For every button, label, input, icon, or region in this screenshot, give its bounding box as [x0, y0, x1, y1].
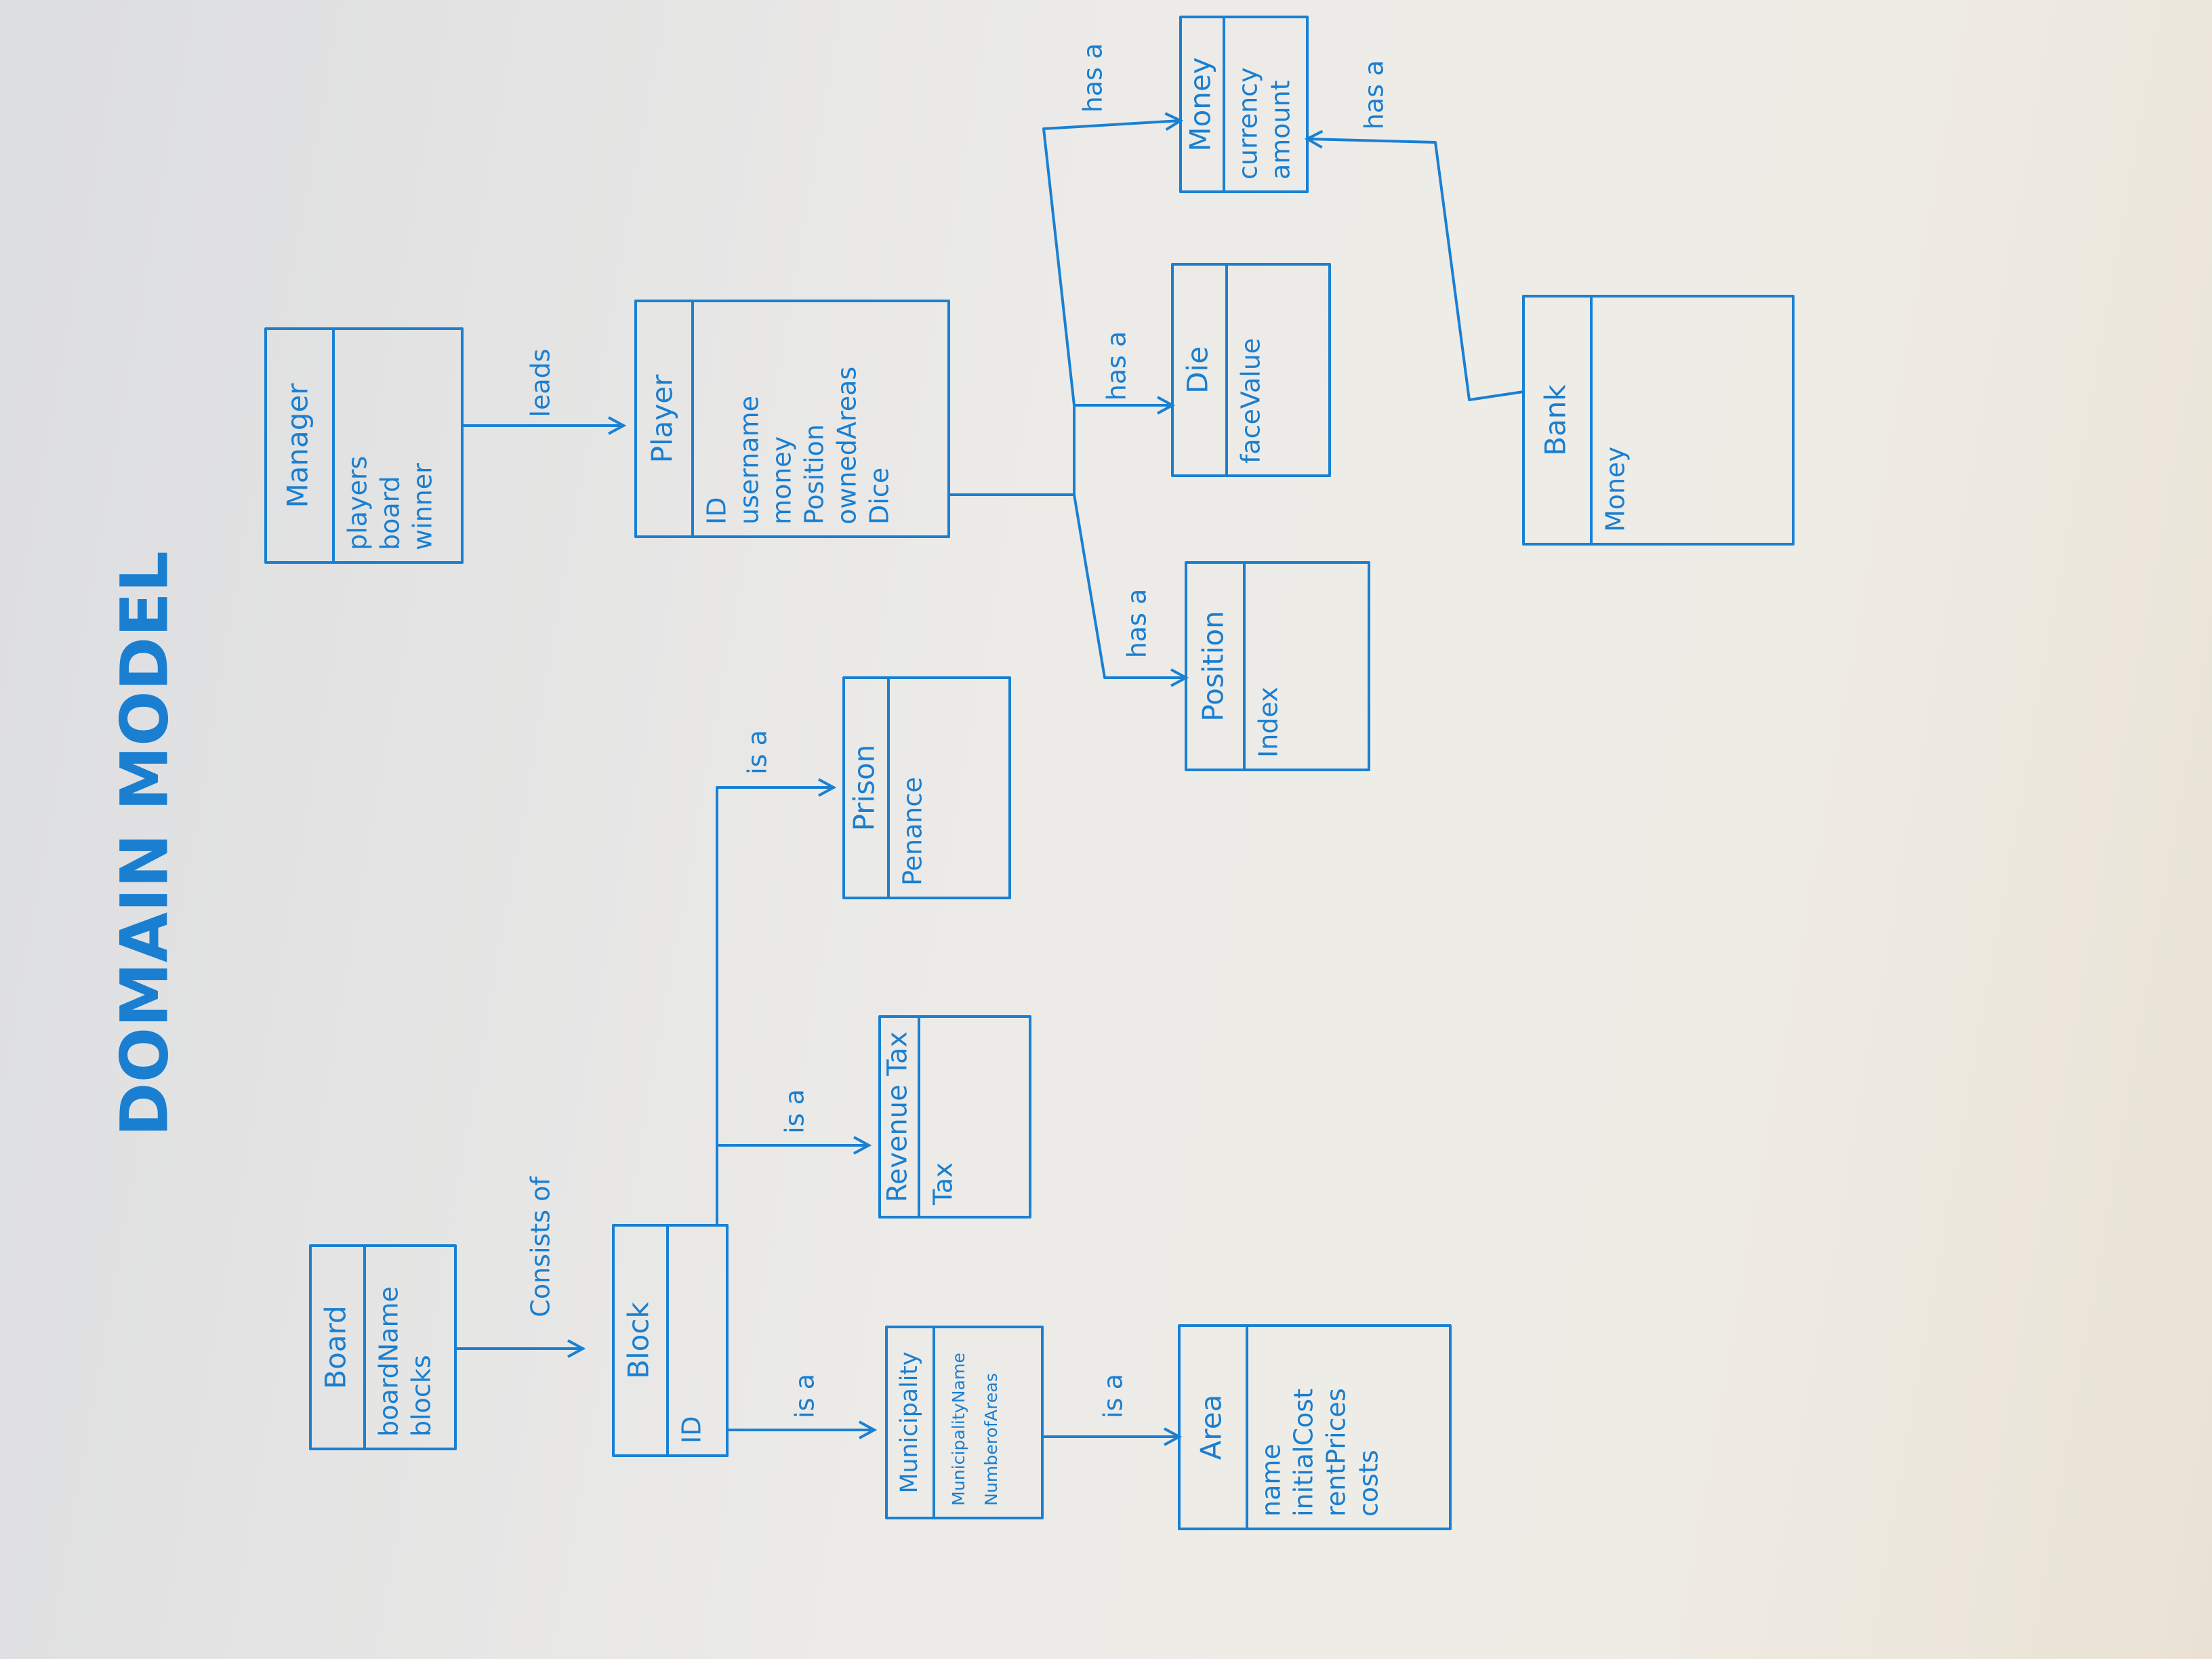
- class-name-die: Die: [1181, 346, 1214, 394]
- class-box-revenue-tax: [878, 1015, 1031, 1218]
- class-attribute-manager: winner: [408, 463, 438, 550]
- class-attribute-area: costs: [1354, 1450, 1384, 1517]
- class-box-bank: [1522, 295, 1795, 546]
- class-box-player: [634, 300, 950, 538]
- relation-bank-money: has a: [1307, 60, 1525, 401]
- relation-line: [1042, 121, 1181, 407]
- relation-label: has a: [1102, 331, 1132, 401]
- class-attribute-board: boardName: [374, 1286, 404, 1437]
- relation-line: [1307, 139, 1525, 401]
- relation-revenue-tax-block: is a: [716, 1089, 869, 1227]
- relation-board-block: Consists of: [454, 1176, 583, 1349]
- diagram-title: DOMAIN MODEL: [106, 551, 182, 1136]
- class-name-board: Board: [319, 1305, 352, 1389]
- class-municipality: Municipality MunicipalityName NumberofArea…: [885, 1326, 1044, 1519]
- relation-player-die: has a: [1073, 331, 1172, 496]
- class-attribute-player: money: [767, 436, 797, 525]
- relation-line: [716, 787, 834, 1147]
- relation-label: is a: [743, 730, 773, 775]
- relation-player-money: has a: [1042, 43, 1181, 407]
- relation-municipality-block: is a: [726, 1374, 874, 1430]
- relation-line: [716, 1145, 869, 1227]
- class-attribute-municipality: MunicipalityName: [949, 1353, 968, 1506]
- class-name-revenue-tax: Revenue Tax: [882, 1031, 914, 1202]
- relation-label: is a: [1099, 1374, 1128, 1418]
- class-name-prison: Prison: [848, 745, 881, 832]
- class-name-player: Player: [646, 374, 679, 463]
- class-attribute-money: currency: [1233, 67, 1263, 180]
- class-box-manager: [264, 327, 464, 564]
- relation-label: has a: [1359, 60, 1389, 130]
- class-attribute-prison: Penance: [898, 777, 928, 886]
- class-attribute-manager: players: [343, 456, 373, 550]
- class-box-position: [1185, 561, 1370, 771]
- class-name-position: Position: [1197, 611, 1230, 722]
- class-attribute-board: blocks: [407, 1355, 436, 1437]
- relations-layer: Consists of is a is a is a is a leads has a has…: [454, 43, 1525, 1437]
- relation-label: is a: [780, 1089, 810, 1134]
- relation-prison-block: is a: [716, 730, 834, 1147]
- class-box-area: [1178, 1324, 1452, 1530]
- class-name-block: Block: [622, 1302, 655, 1379]
- class-attribute-money: amount: [1266, 80, 1296, 180]
- class-attribute-position: Index: [1254, 687, 1284, 758]
- class-prison: Prison Penance: [842, 676, 1011, 899]
- class-name-manager: Manager: [281, 383, 314, 508]
- class-die: Die faceValue: [1171, 263, 1331, 477]
- class-box-die: [1171, 263, 1331, 477]
- class-attribute-player: Position: [800, 424, 830, 525]
- class-attribute-area: initialCost: [1289, 1389, 1319, 1517]
- class-box-board: [309, 1244, 457, 1450]
- class-attribute-block: ID: [677, 1416, 707, 1443]
- class-name-money: Money: [1184, 57, 1217, 151]
- class-attribute-player: ownedAreas: [832, 367, 862, 525]
- class-attribute-die: faceValue: [1236, 338, 1266, 464]
- class-attribute-revenue-tax: Tax: [928, 1162, 958, 1206]
- relation-label: Consists of: [526, 1176, 556, 1317]
- relation-label: leads: [526, 348, 556, 417]
- relation-label: is a: [790, 1374, 820, 1418]
- class-box-municipality: [885, 1326, 1044, 1519]
- class-attribute-player: username: [735, 396, 764, 525]
- relation-label: has a: [1122, 589, 1152, 659]
- class-attribute-manager: board: [375, 476, 405, 550]
- class-box-block: [612, 1224, 729, 1457]
- relation-area-municipality: is a: [1041, 1374, 1179, 1437]
- class-attribute-bank: Money: [1601, 447, 1631, 532]
- relation-line: [947, 493, 1186, 678]
- class-name-bank: Bank: [1539, 384, 1572, 456]
- class-attribute-player: Dice: [865, 468, 895, 525]
- class-attribute-municipality: NumberofAreas: [981, 1373, 1001, 1506]
- class-name-municipality: Municipality: [896, 1352, 923, 1494]
- relation-manager-player: leads: [461, 348, 623, 426]
- class-box-money: [1179, 16, 1309, 193]
- relation-label: has a: [1078, 43, 1108, 113]
- class-attribute-area: rentPrices: [1322, 1388, 1351, 1517]
- class-box-prison: [842, 676, 1011, 899]
- relation-player-position: has a: [947, 493, 1186, 678]
- class-name-area: Area: [1195, 1395, 1228, 1460]
- relation-line: [1073, 405, 1172, 496]
- class-attribute-area: name: [1256, 1443, 1286, 1517]
- class-attribute-player: ID: [702, 497, 732, 525]
